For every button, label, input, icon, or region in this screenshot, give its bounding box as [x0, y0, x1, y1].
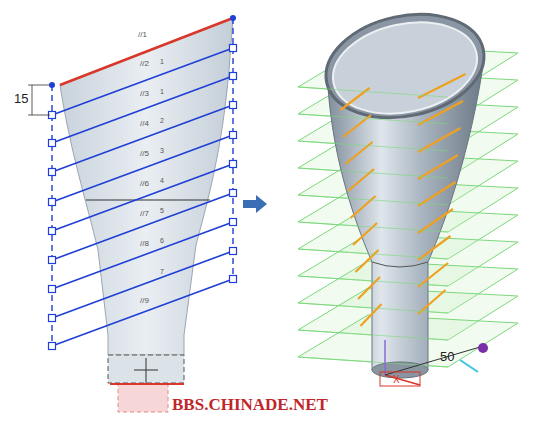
- datum-plane-edge: [298, 249, 448, 259]
- datum-plane-edge: [298, 330, 448, 340]
- section-curve: [418, 263, 448, 287]
- slice-line: [52, 279, 233, 346]
- transition-arrow: [243, 195, 267, 213]
- guide-right: [232, 18, 233, 280]
- guide-left: [51, 85, 52, 346]
- slice-handle: [230, 132, 237, 139]
- datum-plane-edge: [298, 114, 448, 124]
- section-curve: [418, 101, 463, 125]
- base-sketch: [118, 384, 168, 412]
- datum-plane-edge: [298, 141, 448, 151]
- axis-y: [384, 340, 386, 375]
- datum-plane-edge: [298, 303, 448, 313]
- constraint-index: 6: [160, 237, 164, 244]
- datum-plane-edge: [298, 168, 448, 178]
- section-curve: [418, 128, 461, 152]
- cup-profile: [60, 18, 233, 355]
- dimension-line: [28, 85, 50, 86]
- dimension-line: [32, 85, 33, 115]
- slice-handle: [230, 276, 237, 283]
- slice-handle: [49, 257, 56, 264]
- base-line: [110, 383, 184, 385]
- constraint-mark: //1: [138, 31, 147, 39]
- slice-lines: [49, 45, 237, 350]
- slice-line: [52, 76, 233, 143]
- slice-line: [52, 251, 233, 318]
- slice-handle: [49, 228, 56, 235]
- slice-line: [52, 193, 233, 260]
- constraint-index: 5: [160, 207, 164, 214]
- triad-box: [380, 372, 420, 386]
- section-curves: [341, 74, 466, 326]
- constraint-mark: //5: [140, 150, 149, 158]
- section-curve: [418, 182, 456, 206]
- axis-label: X: [393, 375, 400, 385]
- section-curve: [418, 236, 451, 260]
- guide-end: [230, 15, 236, 21]
- constraint-index: 2: [160, 117, 164, 124]
- constraint-mark: //4: [140, 120, 149, 128]
- joint-line: [86, 199, 210, 200]
- constraint-mark: //6: [140, 180, 149, 188]
- constraint-mark: //2: [140, 60, 149, 68]
- slice-handle: [49, 169, 56, 176]
- constraint-mark: //3: [140, 90, 149, 98]
- constraint-index: 7: [160, 268, 164, 275]
- datum-plane-edge: [298, 357, 448, 367]
- dimension-value: 50: [440, 350, 454, 363]
- rim-3d: [316, 0, 493, 131]
- constraint-index: 1: [160, 88, 164, 95]
- constraint-mark: //8: [140, 240, 149, 248]
- section-curve: [418, 290, 446, 314]
- joint-3d: [372, 262, 428, 267]
- slice-handle: [230, 45, 237, 52]
- slice-line: [52, 135, 233, 202]
- constraint-mark: //7: [140, 210, 149, 218]
- rim-inner: [324, 10, 485, 126]
- datum-plane-edges: [298, 87, 448, 367]
- datum-plane-edge: [298, 195, 448, 205]
- neck: [108, 355, 184, 383]
- axis-x: [385, 375, 420, 385]
- handle-arrow: [460, 360, 478, 372]
- slice-handle: [49, 315, 56, 322]
- axis-z: [385, 347, 480, 375]
- slice-line: [52, 222, 233, 289]
- top-edge: [60, 18, 233, 85]
- neck-mark: [134, 370, 158, 371]
- section-curve: [418, 209, 453, 233]
- handle-dot: [478, 343, 488, 353]
- dimension-line: [28, 115, 50, 116]
- slice-handle: [230, 190, 237, 197]
- slice-handle: [230, 161, 237, 168]
- dimension-value: 15: [14, 92, 28, 105]
- slice-handle: [230, 219, 237, 226]
- datum-plane-edge: [298, 222, 448, 232]
- slice-line: [52, 105, 233, 172]
- section-curve: [418, 74, 466, 98]
- constraint-index: 4: [160, 177, 164, 184]
- constraint-index: 3: [160, 147, 164, 154]
- slice-handle: [230, 248, 237, 255]
- slice-line: [52, 48, 233, 115]
- slice-handle: [49, 286, 56, 293]
- slice-handle: [49, 343, 56, 350]
- watermark: BBS.CHINADE.NET: [172, 396, 328, 413]
- section-curve: [418, 155, 458, 179]
- slice-handle: [49, 140, 56, 147]
- datum-plane-edge: [298, 276, 448, 286]
- slice-handle: [230, 102, 237, 109]
- constraint-mark: //9: [140, 297, 149, 305]
- datum-plane-edge: [298, 87, 448, 97]
- slice-handle: [49, 199, 56, 206]
- slice-line: [52, 164, 233, 231]
- slice-handle: [230, 73, 237, 80]
- constraint-index: 1: [160, 58, 164, 65]
